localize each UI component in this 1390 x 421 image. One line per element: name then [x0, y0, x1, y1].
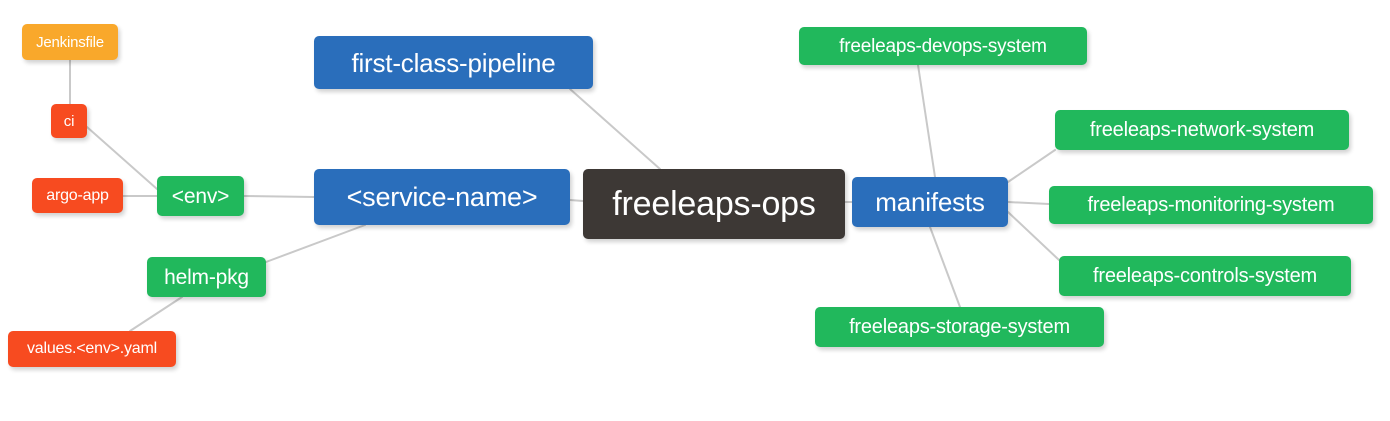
node-argo-app[interactable]: argo-app [32, 178, 123, 213]
node-helm-pkg[interactable]: helm-pkg [147, 257, 266, 297]
node-values-yaml[interactable]: values.<env>.yaml [8, 331, 176, 367]
edge-monitoring-to-manifests [1007, 201, 1050, 205]
node-pipeline[interactable]: first-class-pipeline [314, 36, 593, 89]
edge-storage-to-manifests [929, 226, 961, 308]
node-env[interactable]: <env> [157, 176, 244, 216]
node-jenkinsfile[interactable]: Jenkinsfile [22, 24, 118, 60]
node-network[interactable]: freeleaps-network-system [1055, 110, 1349, 150]
node-manifests[interactable]: manifests [852, 177, 1008, 227]
node-controls[interactable]: freeleaps-controls-system [1059, 256, 1351, 296]
edge-helm-pkg-to-service-name [265, 224, 366, 263]
edge-values-yaml-to-helm-pkg [129, 296, 183, 332]
edge-ci-to-env [86, 126, 158, 190]
edge-pipeline-to-freeleaps-ops [569, 88, 661, 170]
node-freeleaps-ops[interactable]: freeleaps-ops [583, 169, 845, 239]
edge-controls-to-manifests [1007, 211, 1060, 261]
node-service-name[interactable]: <service-name> [314, 169, 570, 225]
node-ci[interactable]: ci [51, 104, 87, 138]
node-devops[interactable]: freeleaps-devops-system [799, 27, 1087, 65]
edge-network-to-manifests [1007, 149, 1056, 183]
edge-service-name-to-freeleaps-ops [569, 199, 584, 202]
node-monitoring[interactable]: freeleaps-monitoring-system [1049, 186, 1373, 224]
edge-devops-to-manifests [917, 64, 936, 178]
edge-env-to-service-name [243, 195, 315, 198]
node-storage[interactable]: freeleaps-storage-system [815, 307, 1104, 347]
